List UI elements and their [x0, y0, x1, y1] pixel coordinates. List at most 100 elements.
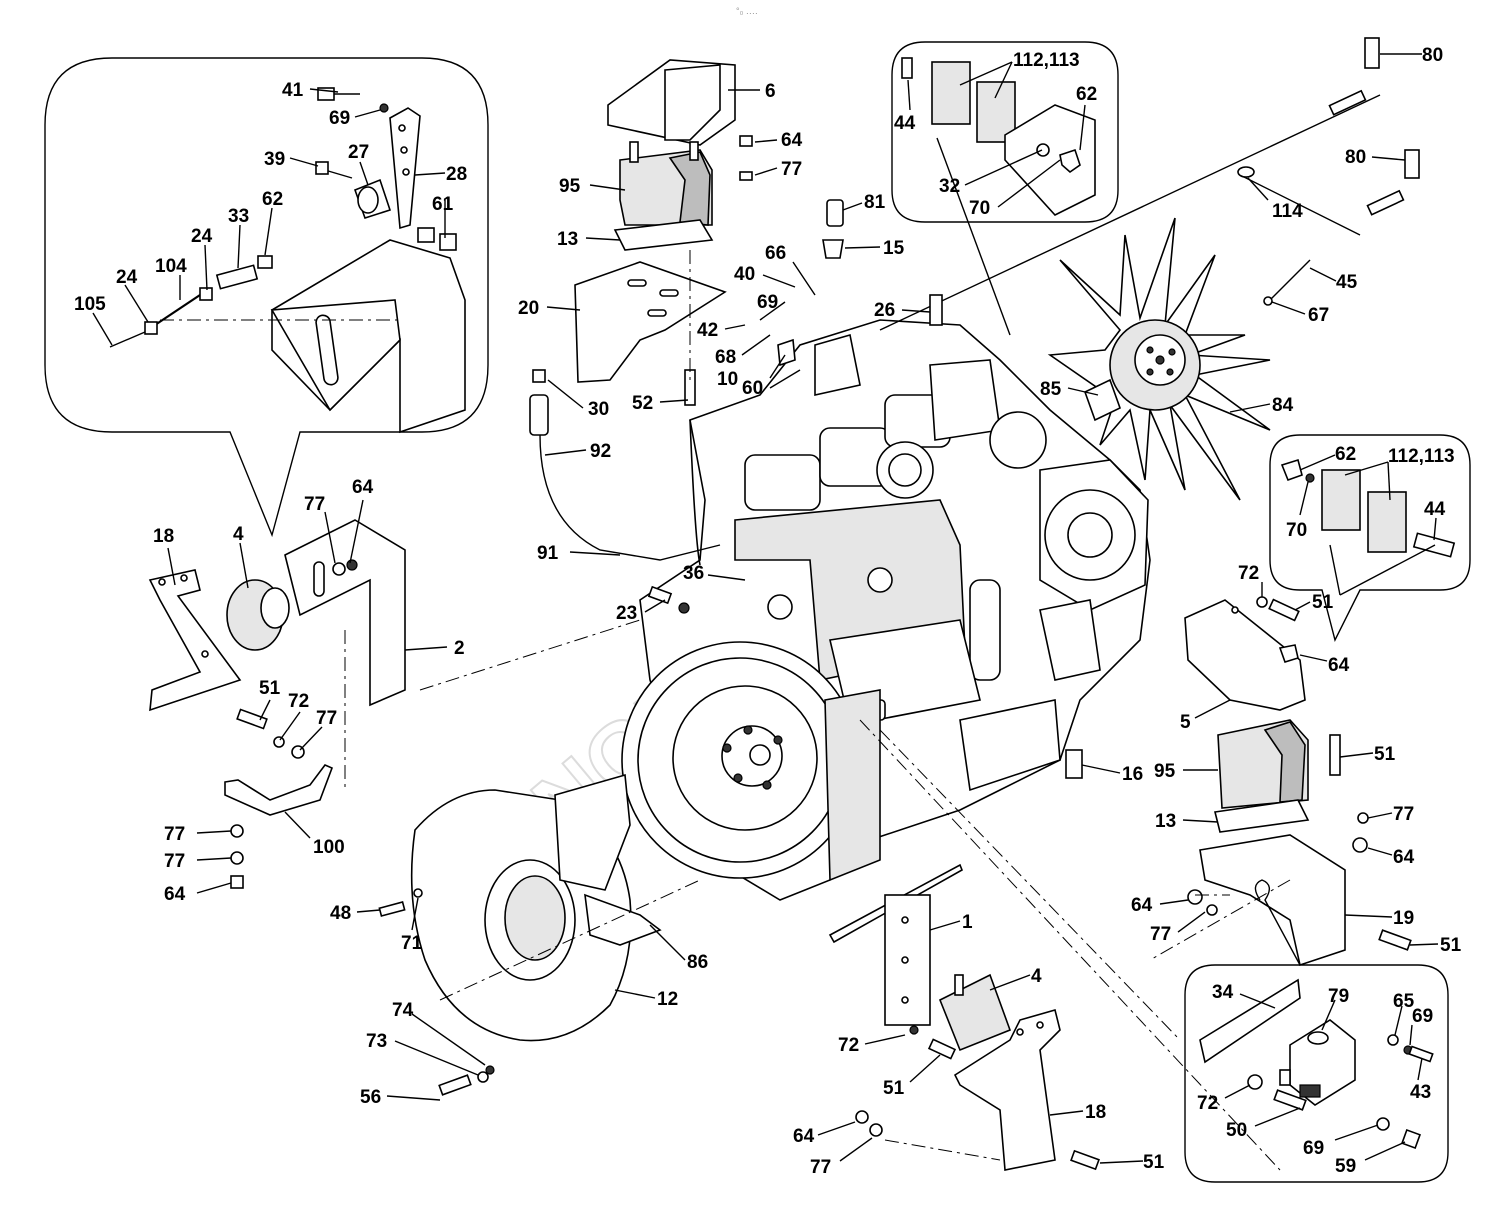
callout-114: 114 — [1272, 201, 1303, 222]
callout-24: 24 — [116, 267, 138, 288]
callout-70: 70 — [969, 198, 990, 219]
callout-72: 72 — [838, 1035, 859, 1056]
callout-68: 68 — [715, 347, 736, 368]
callout-84: 84 — [1272, 395, 1294, 416]
exhaust-bracket-detail — [109, 87, 466, 434]
callout-69: 69 — [1303, 1138, 1324, 1159]
callout-77: 77 — [1150, 924, 1171, 945]
callout-69: 69 — [757, 292, 778, 313]
top-engine-mount — [574, 59, 753, 406]
callout-23: 23 — [616, 603, 637, 624]
callout-66: 66 — [765, 243, 786, 264]
callout-18: 18 — [1085, 1102, 1106, 1123]
header-mark: °₀ ‥‥ — [736, 6, 758, 16]
callout-105: 105 — [74, 294, 106, 315]
small-fittings — [529, 199, 1083, 779]
bottom-bracket — [828, 863, 1100, 1171]
callout-100: 100 — [313, 837, 345, 858]
callout-104: 104 — [155, 256, 187, 277]
callout-27: 27 — [348, 142, 369, 163]
callout-64: 64 — [1328, 655, 1350, 676]
callout-64: 64 — [164, 884, 186, 905]
callout-26: 26 — [874, 300, 895, 321]
callout-51: 51 — [1374, 744, 1396, 765]
callout-15: 15 — [883, 238, 905, 259]
callout-80: 80 — [1422, 45, 1443, 66]
callout-2: 2 — [454, 638, 465, 659]
callout-51: 51 — [259, 678, 281, 699]
callout-30: 30 — [588, 399, 609, 420]
callout-40: 40 — [734, 264, 755, 285]
callout-77: 77 — [781, 159, 802, 180]
callout-5: 5 — [1180, 712, 1191, 733]
callout-64: 64 — [781, 130, 803, 151]
callout-86: 86 — [687, 952, 708, 973]
callout-51: 51 — [1440, 935, 1462, 956]
callout-44: 44 — [1424, 499, 1446, 520]
callout-72: 72 — [1238, 563, 1259, 584]
relay-detail — [1199, 978, 1434, 1149]
callout-73: 73 — [366, 1031, 387, 1052]
callout-12: 12 — [657, 989, 678, 1010]
callout-65: 65 — [1393, 991, 1415, 1012]
callout-92: 92 — [590, 441, 611, 462]
callout-36: 36 — [683, 563, 704, 584]
callout-80: 80 — [1345, 147, 1366, 168]
callout-labels: 41 69 27 39 28 62 33 61 24 24 104 105 6 … — [74, 45, 1462, 1178]
callout-41: 41 — [282, 80, 304, 101]
callout-77: 77 — [304, 494, 325, 515]
alignment-lines — [419, 619, 1291, 1171]
clamp-detail-right — [1280, 458, 1456, 558]
callout-77: 77 — [1393, 804, 1414, 825]
callout-71: 71 — [401, 933, 423, 954]
detail-panel-exhaust-bracket — [44, 57, 489, 538]
callout-62: 62 — [1076, 84, 1097, 105]
callout-51: 51 — [1143, 1152, 1165, 1173]
callout-28: 28 — [446, 164, 467, 185]
callout-6: 6 — [765, 81, 776, 102]
detail-panel-clamp-top — [891, 41, 1119, 223]
callout-91: 91 — [537, 543, 559, 564]
callout-61: 61 — [432, 194, 454, 215]
callout-4: 4 — [233, 524, 244, 545]
leader-lines — [92, 53, 1439, 1164]
callout-44: 44 — [894, 113, 916, 134]
flywheel-adaptor — [378, 773, 662, 1096]
cooling-fan — [879, 37, 1420, 501]
callout-39: 39 — [264, 149, 285, 170]
callout-24: 24 — [191, 226, 213, 247]
callout-20: 20 — [518, 298, 539, 319]
callout-74: 74 — [392, 1000, 414, 1021]
callout-77: 77 — [164, 851, 185, 872]
callout-70: 70 — [1286, 520, 1307, 541]
callout-95: 95 — [559, 176, 581, 197]
callout-67: 67 — [1308, 305, 1329, 326]
right-engine-mount — [1184, 596, 1412, 967]
callout-52: 52 — [632, 393, 653, 414]
callout-45: 45 — [1336, 272, 1358, 293]
callout-64: 64 — [793, 1126, 815, 1147]
callout-51: 51 — [883, 1078, 905, 1099]
callout-64: 64 — [1393, 847, 1415, 868]
callout-85: 85 — [1040, 379, 1062, 400]
callout-1: 1 — [962, 912, 973, 933]
callout-112-113: 112,113 — [1388, 446, 1455, 467]
callout-42: 42 — [697, 320, 718, 341]
callout-79: 79 — [1328, 986, 1349, 1007]
callout-72: 72 — [1197, 1093, 1218, 1114]
callout-64: 64 — [352, 477, 374, 498]
engine-block — [621, 319, 1151, 901]
callout-60: 60 — [742, 378, 763, 399]
callout-62: 62 — [262, 189, 283, 210]
callout-77: 77 — [810, 1157, 831, 1178]
callout-62: 62 — [1335, 444, 1356, 465]
callout-16: 16 — [1122, 764, 1143, 785]
callout-112-113: 112,113 — [1013, 50, 1080, 71]
callout-18: 18 — [153, 526, 174, 547]
callout-77: 77 — [316, 708, 337, 729]
callout-13: 13 — [1155, 811, 1176, 832]
callout-34: 34 — [1212, 982, 1234, 1003]
callout-43: 43 — [1410, 1082, 1431, 1103]
detail-panel-relay — [1184, 964, 1449, 1183]
